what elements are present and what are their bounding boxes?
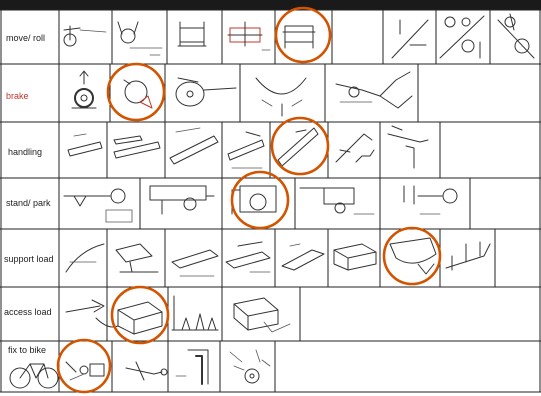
sketch-stand-park-2 [150,186,214,214]
highlight-circle-handling [272,118,328,174]
row-label-move-roll: move/ roll [6,33,45,43]
sketch-handling-1 [68,134,102,156]
sketch-support-load-6 [334,244,376,270]
sketch-support-load-8 [446,242,490,270]
sketch-handling-6 [336,134,374,162]
sketch-support-load-5 [282,244,324,270]
sketch-brake-4 [256,78,306,116]
sketch-support-load-2 [116,244,158,272]
sketch-stand-park-3 [232,186,276,214]
row-label-stand-park: stand/ park [6,198,51,208]
sketch-move-roll-5 [283,26,315,48]
sketch-fix-to-bike-bicycle [10,364,58,388]
sketch-handling-2 [114,136,160,158]
sketch-move-roll-4 [228,22,270,50]
sketch-access-load-3 [172,296,218,330]
row-label-fix-to-bike: fix to bike [8,345,46,355]
sketch-access-load-2 [118,302,162,334]
sketch-access-load-4 [234,298,290,332]
sketch-brake-3 [176,78,236,106]
sketch-access-load-1 [66,300,118,327]
sketch-handling-5 [278,128,318,166]
sketch-fix-to-bike-4 [230,350,270,383]
highlight-circle-access-load [112,287,168,343]
row-label-handling: handling [8,147,42,157]
sketch-fix-to-bike-3 [176,350,208,384]
sketch-move-roll-8 [498,14,534,58]
sketch-handling-3 [170,128,218,164]
sketch-brake-1 [72,71,96,108]
sketch-stand-park-5 [404,186,457,214]
highlight-circle-brake [108,64,164,120]
row-label-access-load: access load [4,307,52,317]
sketch-stand-park-1 [64,189,132,222]
sketch-fix-to-bike-2 [126,362,167,380]
sketch-support-load-7 [390,238,436,274]
sketch-move-roll-6 [392,20,428,58]
row-label-support-load: support load [4,254,54,264]
highlight-circle-move-roll [276,8,330,62]
sketch-stand-park-4 [300,188,374,214]
highlight-circle-support-load [384,228,440,284]
row-label-brake: brake [6,91,29,101]
sketch-brake-2 [124,80,152,108]
sketch-move-roll-3 [178,22,206,46]
sketch-move-roll-7 [440,16,484,58]
sketch-support-load-1 [66,244,104,272]
grid-lines [0,10,541,392]
sketch-brake-5 [336,72,412,108]
sketch-move-roll-2 [118,22,162,55]
sketch-handling-7 [388,126,428,168]
sketch-support-load-4 [226,242,270,272]
sketch-move-roll-1 [64,26,106,46]
sketch-support-load-3 [172,250,218,276]
sketch-fix-to-bike-1 [66,362,104,380]
sketch-handling-4 [228,132,264,168]
